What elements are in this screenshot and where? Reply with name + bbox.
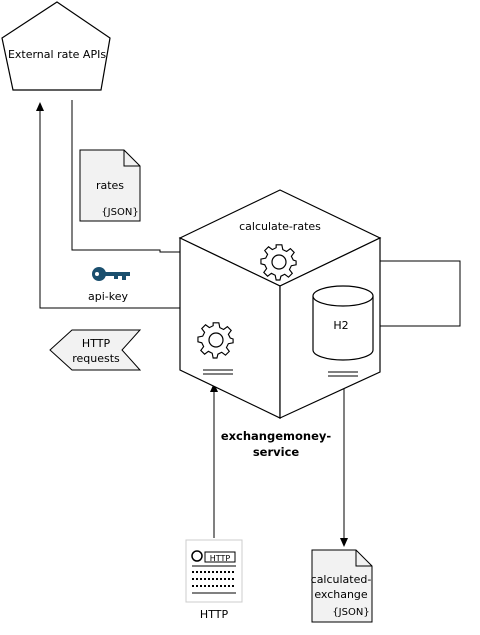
rates-json-tag: {JSON} [101,207,138,218]
http-requests-line1: HTTP [82,337,111,350]
calculated-exchange-json-tag: {JSON} [332,607,369,618]
rates-document: rates {JSON} [79,149,141,222]
database-icon: H2 [312,285,374,377]
service-name-line2: service [253,445,300,459]
gear-base-lines [203,369,233,375]
key-icon [92,267,130,281]
http-requests-line2: requests [72,352,120,365]
external-apis-label: External rate APIs [8,48,106,61]
rates-label: rates [96,179,124,192]
service-name-line1: exchangemoney- [221,429,332,443]
http-icon-text: HTTP [210,554,231,563]
external-apis-node: External rate APIs [1,1,111,91]
gear-icon [260,244,297,281]
api-key-label: api-key [88,290,128,303]
calculated-exchange-line1: calculated- [311,573,372,586]
db-label: H2 [333,319,348,332]
service-cube: calculate-rates [178,189,382,419]
gear-icon [197,322,234,359]
calculated-exchange-line2: exchange [314,588,368,601]
api-key-connector [36,102,180,309]
http-icon: HTTP [185,539,243,603]
http-label: HTTP [200,608,229,621]
calculate-rates-label: calculate-rates [239,220,321,233]
calculated-exchange-document: calculated- exchange {JSON} [311,549,373,623]
http-requests-shape: HTTP requests [49,329,142,371]
